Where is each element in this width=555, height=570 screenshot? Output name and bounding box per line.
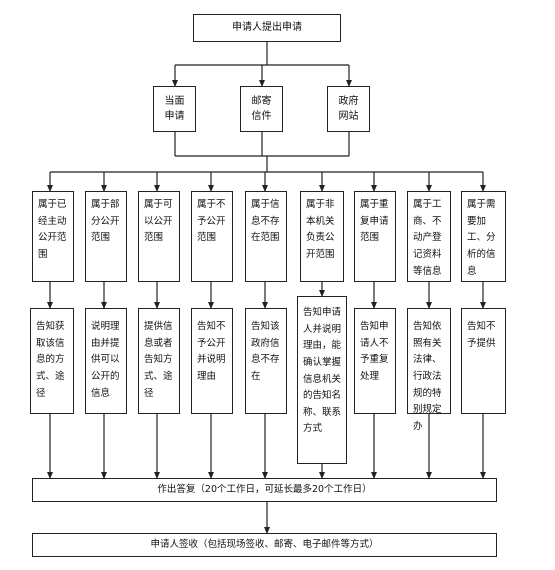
action-proactive: 告知获取该信息的方式、途径 bbox=[30, 308, 74, 414]
category-partial: 属于部分公开范围 bbox=[85, 191, 127, 282]
category-label: 属于可以公开范围 bbox=[144, 199, 173, 244]
channel-website: 政府网站 bbox=[327, 86, 370, 132]
channel-label: 当面申请 bbox=[164, 95, 185, 123]
action-partial: 说明理由并提供可以公开的信息 bbox=[85, 308, 127, 414]
category-label: 属于需要加工、分析的信息 bbox=[467, 199, 496, 277]
action-label: 提供信息或者告知方式、途径 bbox=[144, 321, 173, 399]
category-label: 属于工商、不动产登记资料等信息 bbox=[413, 199, 442, 277]
category-label: 属于已经主动公开范围 bbox=[38, 199, 67, 260]
action-registry: 告知依照有关法律、行政法规的特别规定办 bbox=[407, 308, 451, 432]
category-processing: 属于需要加工、分析的信息 bbox=[461, 191, 506, 282]
category-label: 属于部分公开范围 bbox=[91, 199, 120, 244]
category-repeat: 属于重复申请范围 bbox=[354, 191, 396, 282]
action-disclosable: 提供信息或者告知方式、途径 bbox=[138, 308, 180, 414]
category-disclosable: 属于可以公开范围 bbox=[138, 191, 180, 282]
action-label: 告知依照有关法律、行政法规的特别规定办 bbox=[413, 321, 442, 432]
apply-label: 申请人提出申请 bbox=[232, 22, 302, 34]
action-label: 说明理由并提供可以公开的信息 bbox=[91, 321, 120, 399]
reply-box: 作出答复（20个工作日，可延长最多20个工作日） bbox=[32, 478, 497, 502]
channel-in-person: 当面申请 bbox=[153, 86, 196, 132]
action-label: 告知申请人并说明理由，能确认掌握信息机关的告知名称、联系方式 bbox=[303, 307, 342, 435]
action-other-agency: 告知申请人并说明理由，能确认掌握信息机关的告知名称、联系方式 bbox=[297, 296, 347, 464]
channel-label: 政府网站 bbox=[338, 95, 359, 123]
category-registry: 属于工商、不动产登记资料等信息 bbox=[407, 191, 451, 282]
action-label: 告知不予提供 bbox=[467, 321, 496, 349]
category-label: 属于不予公开范围 bbox=[197, 199, 226, 244]
category-label: 属于非本机关负责公开范围 bbox=[306, 199, 335, 260]
action-label: 告知该政府信息不存在 bbox=[251, 321, 280, 382]
sign-box: 申请人签收（包括现场签收、邮寄、电子邮件等方式） bbox=[32, 533, 497, 557]
category-nonexistent: 属于信息不存在范围 bbox=[245, 191, 287, 282]
sign-label: 申请人签收（包括现场签收、邮寄、电子邮件等方式） bbox=[150, 538, 379, 550]
action-repeat: 告知申请人不予重复处理 bbox=[354, 308, 396, 414]
category-label: 属于信息不存在范围 bbox=[251, 199, 280, 244]
channel-label: 邮寄信件 bbox=[251, 95, 272, 123]
action-label: 告知申请人不予重复处理 bbox=[360, 321, 389, 382]
reply-label: 作出答复（20个工作日，可延长最多20个工作日） bbox=[157, 483, 372, 495]
category-proactive: 属于已经主动公开范围 bbox=[32, 191, 74, 282]
channel-mail: 邮寄信件 bbox=[240, 86, 283, 132]
action-nonexistent: 告知该政府信息不存在 bbox=[245, 308, 287, 414]
action-label: 告知不予公开并说明理由 bbox=[197, 321, 226, 382]
category-not-disclosable: 属于不予公开范围 bbox=[191, 191, 233, 282]
category-other-agency: 属于非本机关负责公开范围 bbox=[300, 191, 344, 282]
category-label: 属于重复申请范围 bbox=[360, 199, 389, 244]
apply-box: 申请人提出申请 bbox=[193, 14, 341, 42]
action-not-disclosable: 告知不予公开并说明理由 bbox=[191, 308, 233, 414]
action-processing: 告知不予提供 bbox=[461, 308, 506, 414]
action-label: 告知获取该信息的方式、途径 bbox=[36, 321, 65, 399]
